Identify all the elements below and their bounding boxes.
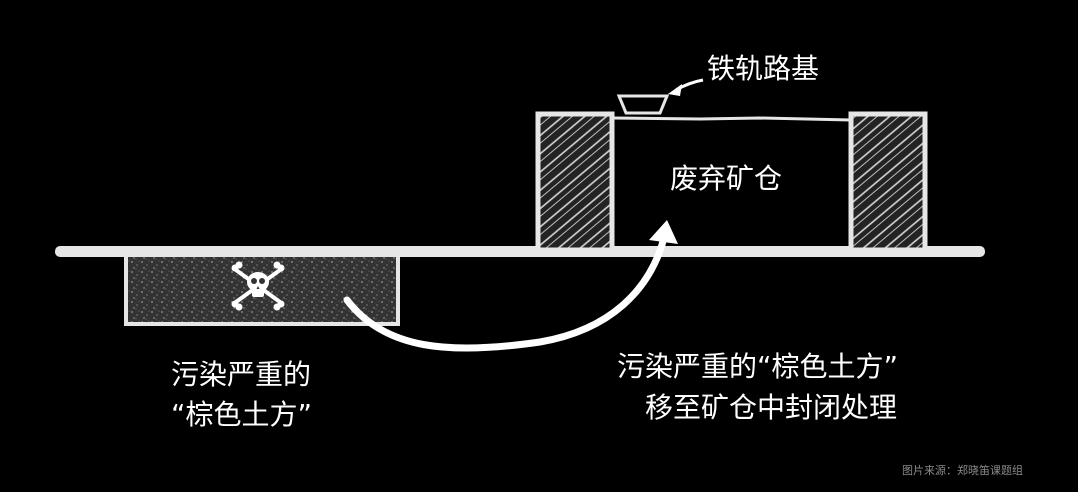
mine-top-line <box>611 116 852 122</box>
right-caption-line2: 移至矿仓中封闭处理 <box>645 391 898 424</box>
right-caption-line1: 污染严重的“棕色土方” <box>617 350 899 383</box>
left-caption-line2: “棕色土方” <box>171 398 313 431</box>
left-caption-line1: 污染严重的 <box>171 358 312 391</box>
rail-roadbed <box>616 94 670 115</box>
transfer-arrow <box>343 220 678 352</box>
abandoned-mine-label: 废弃矿仓 <box>670 162 783 195</box>
ground-line <box>55 246 985 257</box>
skull-crossbones-icon <box>231 261 285 311</box>
mine-left-wall <box>535 111 615 253</box>
rail-roadbed-label: 铁轨路基 <box>707 52 820 85</box>
roadbed-pointer-arrow <box>668 78 704 96</box>
mine-right-wall <box>848 111 928 253</box>
image-credit: 图片来源：郑晓笛课题组 <box>902 464 1023 477</box>
